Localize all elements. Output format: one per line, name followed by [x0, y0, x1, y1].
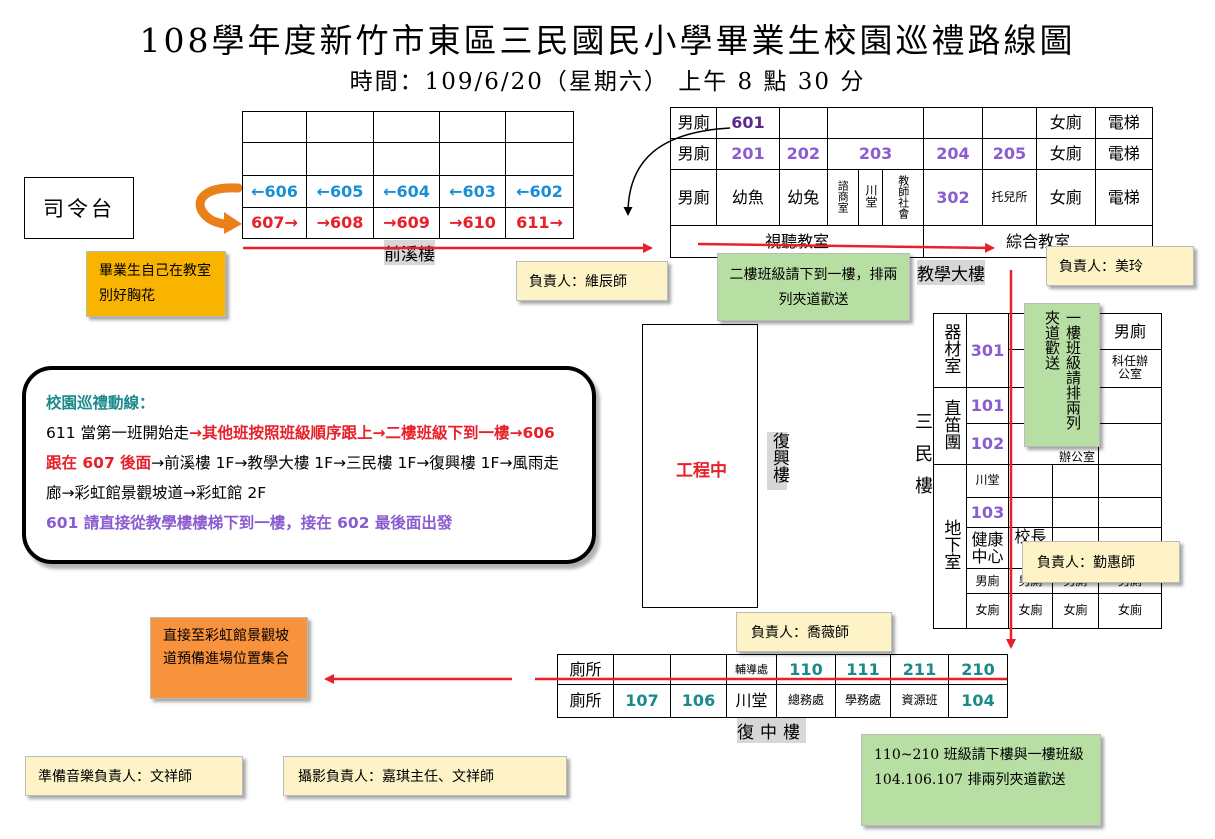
classroom-601: 601	[716, 107, 780, 139]
sanmin-hall: 川堂	[966, 463, 1009, 498]
teaching-r3-mens: 男廁	[669, 169, 718, 226]
sanmin-building-label: 三民樓	[912, 412, 933, 508]
teaching-r2-womens: 女廁	[1036, 138, 1096, 170]
stage-label: 司令台	[43, 197, 115, 221]
classroom-204: 204	[923, 138, 983, 170]
room-youtu: 幼兔	[778, 169, 828, 226]
sanmin-womens-1: 女廁	[966, 593, 1009, 629]
classroom-609: →609	[373, 207, 440, 239]
teaching-r1-elevator: 電梯	[1094, 107, 1154, 139]
note-second-floor: 二樓班級請下到一樓，排兩列夾道歡送	[717, 253, 910, 321]
classroom-101: 101	[966, 386, 1009, 424]
classroom-610: →610	[439, 207, 506, 239]
classroom-602: ←602	[505, 175, 574, 208]
classroom-202: 202	[778, 138, 828, 170]
recorder-club: 直笛團	[940, 398, 961, 450]
page-subtitle: 時間：109/6/20（星期六） 上午 8 點 30 分	[349, 69, 866, 95]
route-step-3: →前溪樓 1F→教學大樓 1F→三民樓 1F→復興樓 1F→風雨走廊→彩虹館景觀…	[46, 454, 559, 502]
classroom-103: 103	[966, 496, 1009, 529]
classroom-301: 301	[966, 313, 1009, 388]
teaching-r2-mens: 男廁	[669, 138, 718, 170]
resource-class: 資源班	[890, 684, 949, 718]
classroom-102: 102	[966, 422, 1009, 465]
classroom-210: 210	[948, 654, 1008, 685]
classroom-104: 104	[948, 684, 1008, 718]
note-rainbow: 直接至彩虹館景觀坡道預備進場位置集合	[150, 617, 308, 699]
daycare: 托兒所	[981, 169, 1038, 226]
subject-office: 科任辦公室	[1111, 354, 1148, 382]
fuzhong-r1-toilet: 廁所	[557, 654, 614, 685]
classroom-110: 110	[776, 654, 836, 685]
room-youyu: 幼魚	[716, 169, 780, 226]
note-photo: 攝影負責人：嘉琪主任、文祥師	[283, 756, 567, 796]
under-construction-label: 工程中	[676, 461, 727, 481]
route-step-2: →其他班按照班級順序跟上→二樓班級下到一樓→606 跟在 607 後面	[46, 424, 555, 472]
curved-orange-arrow	[195, 183, 243, 234]
route-step-4: 601 請直接從教學樓樓梯下到一樓，接在 602 最後面出發	[46, 514, 453, 532]
classroom-111: 111	[835, 654, 891, 685]
teaching-r3-womens: 女廁	[1036, 169, 1096, 226]
classroom-611: 611→	[505, 207, 574, 239]
sanmin-mens-1: 男廁	[966, 568, 1009, 595]
teaching-r1-mens: 男廁	[669, 107, 718, 139]
fuzhong-building-table: 廁所 輔導處 110 111 211 210 廁所 107 106 川堂 總務處…	[557, 654, 1008, 718]
teaching-building-table: 男廁 601 女廁 電梯 男廁 201 202 203 204 205 女廁 電…	[669, 107, 1154, 258]
classroom-608: →608	[306, 207, 374, 239]
fuzhong-hall: 川堂	[726, 684, 777, 718]
fuzhong-building-label: 復中樓	[737, 718, 806, 743]
student-affairs: 學務處	[835, 684, 891, 718]
classroom-203: 203	[826, 138, 925, 170]
stage-box: 司令台	[24, 177, 134, 239]
note-first-floor: 一樓班級請排兩列夾道歡送	[1024, 303, 1100, 447]
note-meiling: 負責人：美玲	[1046, 246, 1194, 286]
note-corsage: 畢業生自己在教室別好胸花	[86, 251, 226, 317]
note-qinhui: 負責人：勤惠師	[1022, 541, 1180, 583]
sanmin-womens-2: 女廁	[1008, 593, 1053, 629]
counseling-office: 輔導處	[726, 654, 777, 685]
classroom-302: 302	[923, 169, 983, 226]
basement: 地下室	[940, 519, 961, 571]
note-fuzhong: 110~210 班級請下樓與一樓班級 104.106.107 排兩列夾道歡送	[861, 734, 1101, 826]
general-affairs: 總務處	[776, 684, 836, 718]
classroom-106: 106	[670, 684, 727, 718]
classroom-603: ←603	[439, 175, 506, 208]
classroom-211: 211	[890, 654, 949, 685]
fuzhong-r2-toilet: 廁所	[557, 684, 614, 718]
fuxing-building-label: 復興樓	[767, 432, 789, 490]
classroom-604: ←604	[373, 175, 440, 208]
teaching-building-label: 教學大樓	[917, 260, 985, 285]
office-label: 辦公室	[1059, 449, 1096, 464]
classroom-205: 205	[981, 138, 1038, 170]
classroom-201: 201	[716, 138, 780, 170]
teachers-society: 教師社會	[896, 174, 910, 219]
teaching-hall: 川堂	[864, 183, 879, 208]
note-music: 準備音樂負責人：文祥師	[25, 756, 243, 796]
classroom-606: ←606	[242, 175, 307, 208]
route-description-box: 校園巡禮動線： 611 當第一班開始走→其他班按照班級順序跟上→二樓班級下到一樓…	[22, 366, 596, 564]
sanmin-mens-top: 男廁	[1098, 313, 1162, 350]
sanmin-womens-4: 女廁	[1098, 593, 1162, 629]
route-step-1: 611 當第一班開始走	[46, 424, 190, 442]
health-center: 健康中心	[971, 529, 1004, 567]
teaching-r2-elevator: 電梯	[1094, 138, 1154, 170]
front-building-table: ←606 ←605 ←604 ←603 ←602 607→ →608 →609 …	[242, 111, 574, 239]
equipment-room: 器材室	[940, 323, 961, 375]
teaching-r3-elevator: 電梯	[1094, 169, 1154, 226]
fuxing-building	[642, 324, 758, 608]
page-title: 108學年度新竹市東區三民國民小學畢業生校園巡禮路線圖	[139, 21, 1076, 60]
teaching-r1-womens: 女廁	[1036, 107, 1096, 139]
sanmin-womens-3: 女廁	[1052, 593, 1099, 629]
classroom-607: 607→	[242, 207, 307, 239]
classroom-605: ←605	[306, 175, 374, 208]
route-heading: 校園巡禮動線：	[46, 394, 155, 412]
note-weichen: 負責人：維辰師	[516, 261, 668, 301]
note-qiaowei: 負責人：喬薇師	[736, 612, 892, 652]
front-building-label: 前溪樓	[384, 240, 435, 265]
classroom-107: 107	[613, 684, 671, 718]
counseling-room: 諮商室	[836, 180, 850, 213]
